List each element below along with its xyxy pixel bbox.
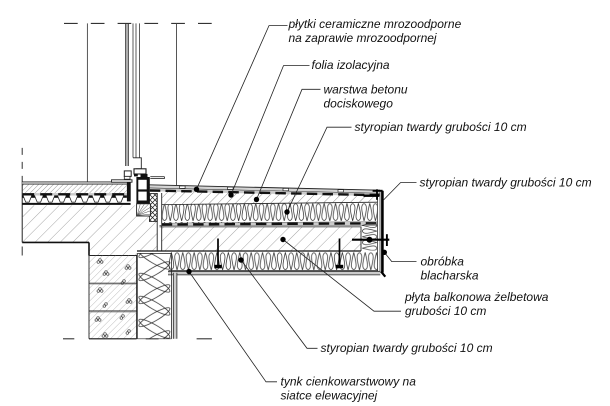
svg-text:folia izolacyjna: folia izolacyjna xyxy=(312,58,390,72)
svg-text:blacharska: blacharska xyxy=(421,269,479,283)
svg-text:grubości 10 cm: grubości 10 cm xyxy=(405,304,486,318)
svg-text:warstwa betonu: warstwa betonu xyxy=(324,83,408,97)
svg-text:styropian twardy grubości 10 c: styropian twardy grubości 10 cm xyxy=(420,175,592,189)
svg-text:na zaprawie mrozoodpornej: na zaprawie mrozoodpornej xyxy=(289,31,437,45)
svg-text:styropian twardy grubości 10 c: styropian twardy grubości 10 cm xyxy=(355,120,527,134)
svg-text:tynk cienkowarstwowy na: tynk cienkowarstwowy na xyxy=(281,375,417,389)
svg-text:płytki ceramiczne mrozoodporne: płytki ceramiczne mrozoodporne xyxy=(288,17,462,31)
svg-text:styropian twardy grubości 10 c: styropian twardy grubości 10 cm xyxy=(321,341,493,355)
svg-text:siatce elewacyjnej: siatce elewacyjnej xyxy=(281,389,378,403)
svg-text:obróbka: obróbka xyxy=(421,255,465,269)
svg-text:dociskowego: dociskowego xyxy=(324,97,394,111)
svg-text:płyta balkonowa żelbetowa: płyta balkonowa żelbetowa xyxy=(404,290,549,304)
